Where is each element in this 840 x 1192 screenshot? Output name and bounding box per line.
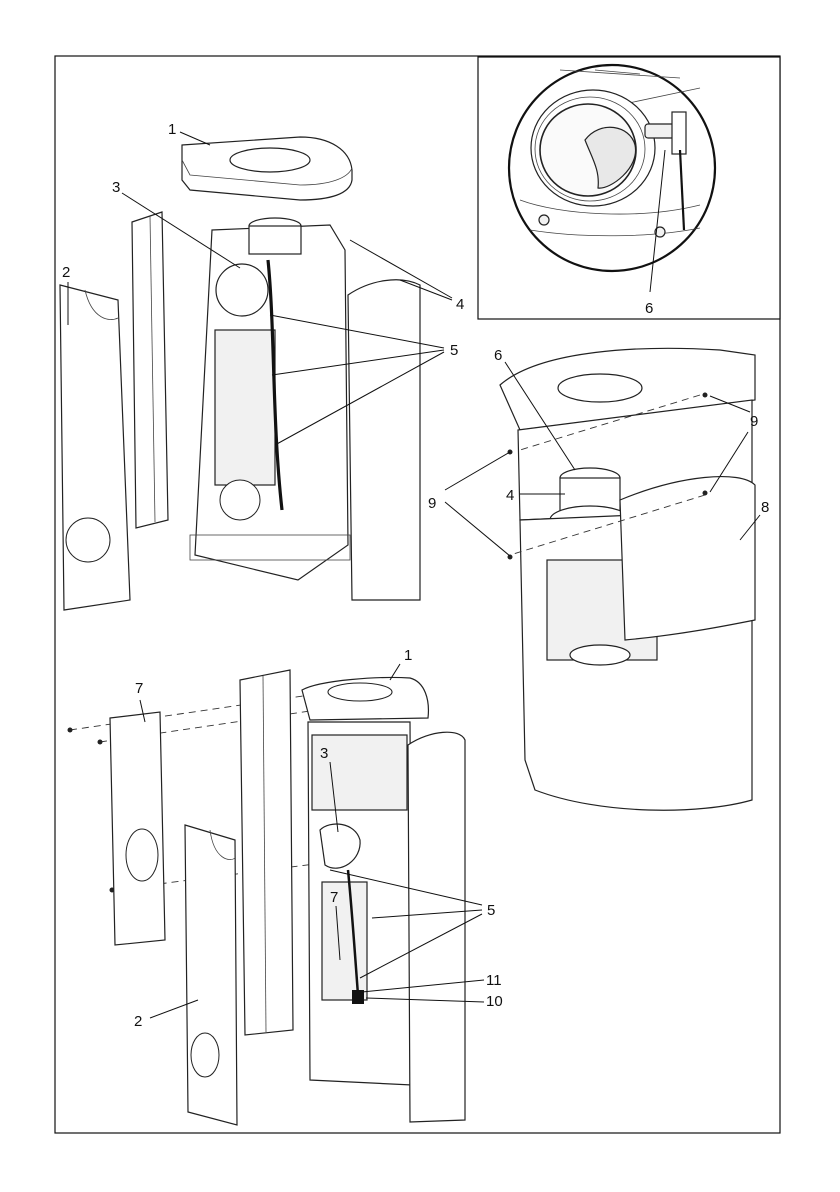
- r-screw-9a: [703, 393, 708, 398]
- inset-lever: [645, 124, 675, 138]
- b-callout-3: 3: [320, 745, 328, 762]
- tl-callout-2: 2: [62, 264, 70, 281]
- r-screw-9c: [703, 491, 708, 496]
- b-top-plate-hole: [328, 683, 392, 701]
- b-heat-shield-7: [322, 882, 367, 1000]
- top-left-exploded-view: 1 2 3 4 5: [60, 121, 464, 610]
- tl-heat-shield: [215, 330, 275, 485]
- inset-callout-6: 6: [645, 300, 653, 317]
- tl-flue-pipe: [249, 226, 301, 254]
- r-callout-6: 6: [494, 347, 502, 364]
- inset-lever-bracket: [672, 112, 686, 154]
- b-callout-7a: 7: [135, 680, 143, 697]
- r-screw-9d: [508, 555, 513, 560]
- b-callout-11: 11: [486, 972, 502, 989]
- r-firebox: [570, 645, 630, 665]
- r-leader-9c: [445, 452, 510, 490]
- bottom-exploded-view: 1 7 3 5 7 11 10 2: [68, 647, 503, 1125]
- b-rear-panel-7-hole: [126, 829, 158, 881]
- tl-lower-opening: [220, 480, 260, 520]
- tl-callout-3: 3: [112, 179, 120, 196]
- r-leader-9d: [445, 502, 510, 556]
- b-column-panel: [240, 670, 293, 1035]
- r-callout-4: 4: [506, 487, 514, 504]
- tl-callout-1: 1: [168, 121, 176, 138]
- b-rear-panel-7: [110, 712, 165, 945]
- r-front-cover-8: [620, 477, 755, 640]
- b-callout-5: 5: [487, 902, 495, 919]
- b-side-panel-2-hole: [191, 1033, 219, 1077]
- b-side-panel-2: [185, 825, 237, 1125]
- tl-side-panel-4: [348, 280, 420, 600]
- tl-column-panel: [132, 212, 168, 528]
- b-callout-1: 1: [404, 647, 412, 664]
- right-assembled-view: 6 9 9 4 8: [428, 347, 769, 810]
- tl-side-panel-2-hole: [66, 518, 110, 562]
- r-top-cap-hole: [558, 374, 642, 402]
- b-screw-top: [68, 728, 73, 733]
- b-callout-2: 2: [134, 1013, 142, 1030]
- tl-leader-1: [180, 132, 210, 145]
- r-callout-8: 8: [761, 499, 769, 516]
- tl-top-plate-hole: [230, 148, 310, 172]
- r-callout-9a: 9: [750, 413, 758, 430]
- inset-detail: 6: [478, 57, 780, 319]
- b-callout-10: 10: [486, 993, 503, 1010]
- b-callout-7b: 7: [330, 889, 338, 906]
- tl-callout-5: 5: [450, 342, 458, 359]
- tl-damper-3: [216, 264, 268, 316]
- tl-callout-4: 4: [456, 296, 464, 313]
- b-screw-top2: [98, 740, 103, 745]
- r-callout-9b: 9: [428, 495, 436, 512]
- inset-screw-left: [539, 215, 549, 225]
